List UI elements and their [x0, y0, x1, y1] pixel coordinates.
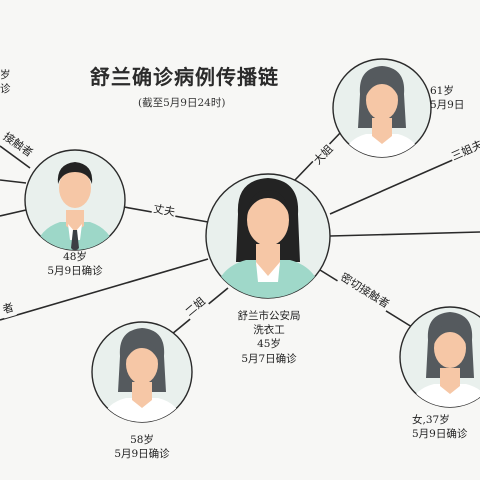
- edge-line-left-2: [0, 179, 27, 184]
- eldest-sister-node-avatar: [332, 58, 432, 158]
- close-contact-node-info: 女,37岁 5月9日确诊: [412, 413, 480, 441]
- left-partial-node-info: 岁 诊: [0, 68, 20, 96]
- eldest-sister-node-date: 5月9日: [430, 99, 465, 112]
- second-sister-node-age: 58岁: [130, 434, 154, 446]
- left-partial-node-age: 岁: [0, 69, 11, 81]
- close-contact-node-date: 5月9日确诊: [412, 428, 468, 441]
- eldest-sister-node-info: 61岁 5月9日: [430, 84, 480, 112]
- husband-node-age: 48岁: [63, 251, 87, 263]
- center-node-avatar: [205, 173, 331, 299]
- second-sister-node-date: 5月9日确诊: [114, 448, 170, 461]
- center-node-date: 5月7日确诊: [241, 352, 297, 365]
- center-node-job: 洗衣工: [253, 324, 285, 337]
- close-contact-node-age: 女,37岁: [412, 414, 450, 426]
- center-node-unit: 舒兰市公安局: [237, 310, 301, 322]
- center-node-age: 45岁: [257, 338, 281, 351]
- husband-node-avatar: [24, 149, 126, 251]
- edge-line-right-middle: [329, 231, 480, 237]
- edge-line-left-3: [0, 209, 27, 217]
- left-partial-node-date: 诊: [0, 83, 11, 96]
- edge-line-left-bottom: [0, 258, 209, 321]
- diagram-title: 舒兰确诊病例传播链: [90, 65, 279, 89]
- center-node-info: 舒兰市公安局 洗衣工 45岁 5月7日确诊: [226, 309, 312, 366]
- diagram-subtitle: (截至5月9日24时): [138, 97, 226, 109]
- husband-node-info: 48岁 5月9日确诊: [28, 250, 122, 278]
- second-sister-node-info: 58岁 5月9日确诊: [96, 433, 188, 461]
- edge-line-left-1: [0, 145, 31, 169]
- husband-node-date: 5月9日确诊: [47, 265, 103, 278]
- close-contact-node-avatar: [399, 306, 480, 408]
- eldest-sister-node-age: 61岁: [430, 85, 454, 97]
- second-sister-node-avatar: [91, 321, 193, 423]
